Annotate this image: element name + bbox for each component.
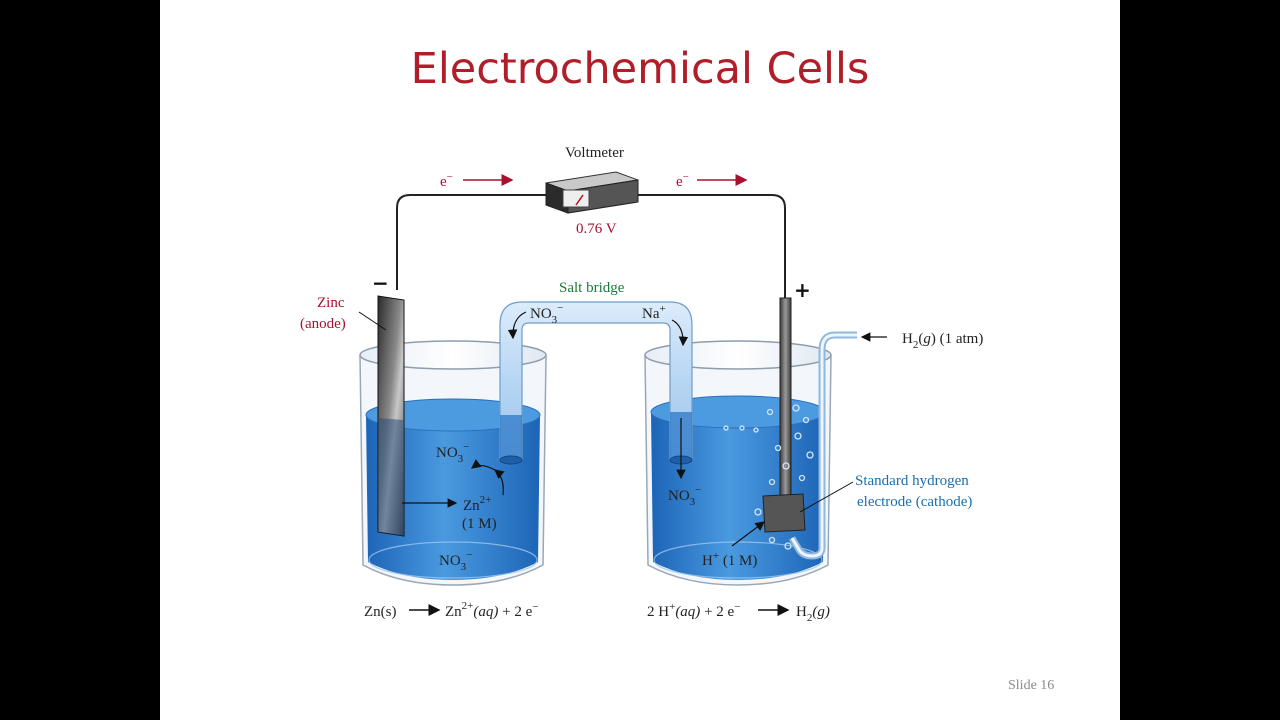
right-reaction-product: H2(g) (796, 604, 830, 624)
zinc-pointer (358, 311, 387, 331)
bridge-ion-sodium: Na+ (642, 303, 666, 322)
voltmeter-reading: 0.76 V (576, 221, 617, 237)
electron-label-left: e− (440, 171, 453, 190)
zinc-label-line2: (anode) (300, 316, 346, 332)
platinum-electrode (762, 493, 806, 533)
hydrogen-ion-arrow (731, 521, 765, 547)
wire-right (634, 194, 786, 305)
zinc-label-line1: Zinc (317, 295, 345, 311)
cathode-plus-sign: + (794, 278, 811, 302)
anode-minus-sign: − (372, 271, 389, 295)
right-nitrate: NO3− (668, 484, 701, 508)
bridge-arrow-right (671, 319, 689, 347)
left-arrow-to-nitrate (471, 459, 496, 471)
left-zinc-concentration: (1 M) (462, 516, 497, 532)
slide-number: Slide 16 (1008, 678, 1055, 693)
she-label-line1: Standard hydrogen (855, 473, 969, 489)
left-reaction-reactant: Zn(s) (364, 604, 397, 620)
left-reaction-products: Zn2+(aq) + 2 e− (445, 600, 538, 620)
bridge-ion-nitrate: NO3− (530, 302, 563, 326)
slide: Electrochemical Cells (160, 0, 1120, 720)
electron-label-right: e− (676, 171, 689, 190)
voltmeter (545, 171, 639, 214)
left-arrow-to-bridge (494, 469, 505, 496)
hydrogen-gas-label: H2(g) (1 atm) (902, 331, 983, 351)
left-zinc-ion: Zn2+ (463, 494, 491, 514)
left-nitrate-upper: NO3− (436, 441, 469, 465)
voltmeter-dial (562, 189, 590, 208)
electrochemical-cell-diagram: Voltmeter 0.76 V e− e− − + (300, 145, 983, 624)
left-beaker (359, 340, 547, 586)
she-label-line2: electrode (cathode) (857, 494, 972, 510)
she-pointer (799, 481, 854, 513)
hydrogen-bubbles (723, 404, 814, 550)
right-reaction-reactants: 2 H+(aq) + 2 e− (647, 601, 740, 620)
slide-title: Electrochemical Cells (410, 44, 870, 94)
left-nitrate-bottom: NO3− (439, 549, 472, 573)
hydrogen-ion-label: H+ (1 M) (702, 550, 757, 569)
wire-left (396, 194, 546, 290)
salt-bridge-label: Salt bridge (559, 280, 625, 296)
bridge-arrow-left (507, 311, 527, 340)
voltmeter-label: Voltmeter (565, 145, 624, 161)
salt-bridge (499, 301, 693, 465)
